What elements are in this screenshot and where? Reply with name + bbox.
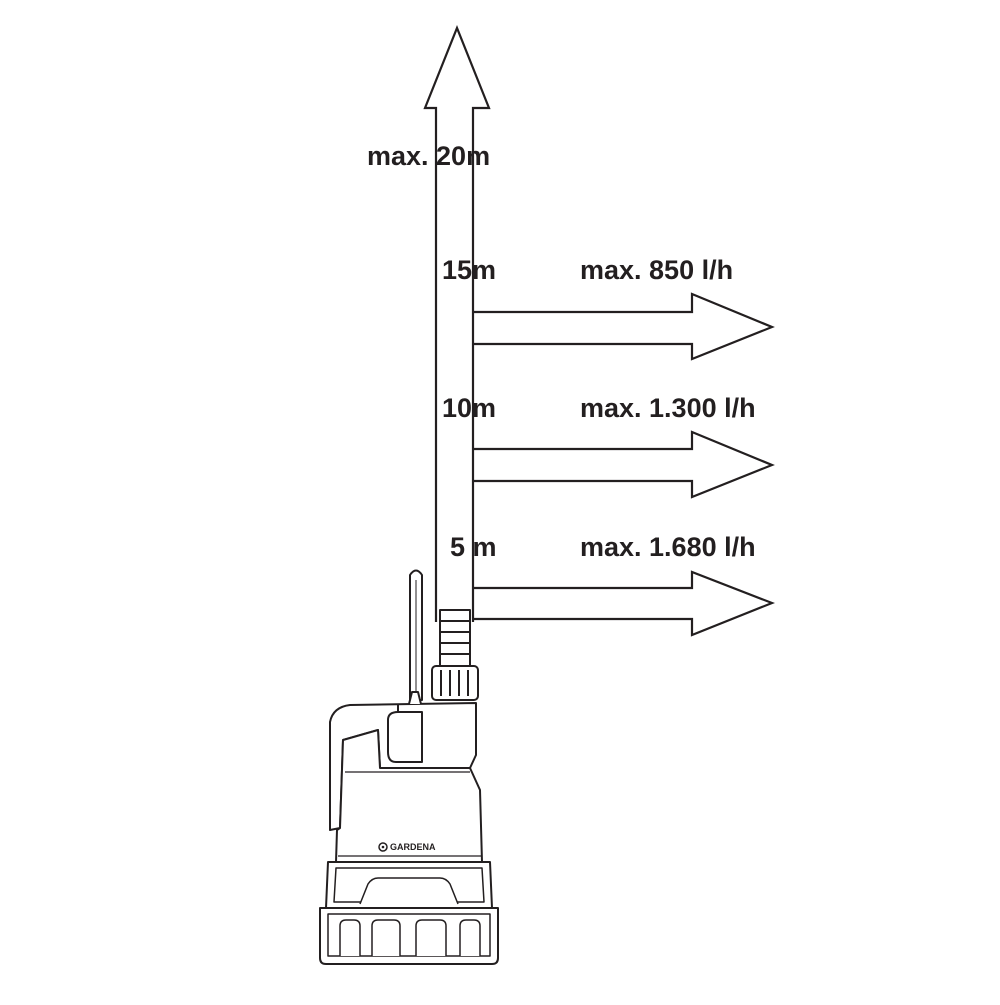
vertical-head-arrow (423, 25, 491, 622)
flow-label-5m: max. 1.680 l/h (580, 532, 756, 562)
hose-connector (439, 609, 471, 667)
flow-arrow-15m (473, 292, 775, 361)
flow-label-15m: max. 850 l/h (580, 255, 733, 285)
height-label-5m: 5 m (450, 532, 497, 562)
flow-arrow-5m (473, 570, 776, 637)
foot-opening-1 (339, 919, 361, 956)
flow-label-10m: max. 1.300 l/h (580, 393, 756, 423)
connector-nut (431, 665, 479, 701)
flow-arrow-10m (473, 430, 775, 499)
height-label-15m: 15m (442, 255, 496, 285)
foot-opening-4 (459, 919, 481, 956)
height-label-10m: 10m (442, 393, 496, 423)
max-head-label: max. 20m (367, 141, 490, 171)
pump-body (335, 729, 483, 863)
foot-opening-2 (371, 919, 401, 956)
brand-label: GARDENA (390, 842, 436, 852)
submersible-pump (319, 569, 499, 965)
foot-opening-3 (415, 919, 447, 956)
